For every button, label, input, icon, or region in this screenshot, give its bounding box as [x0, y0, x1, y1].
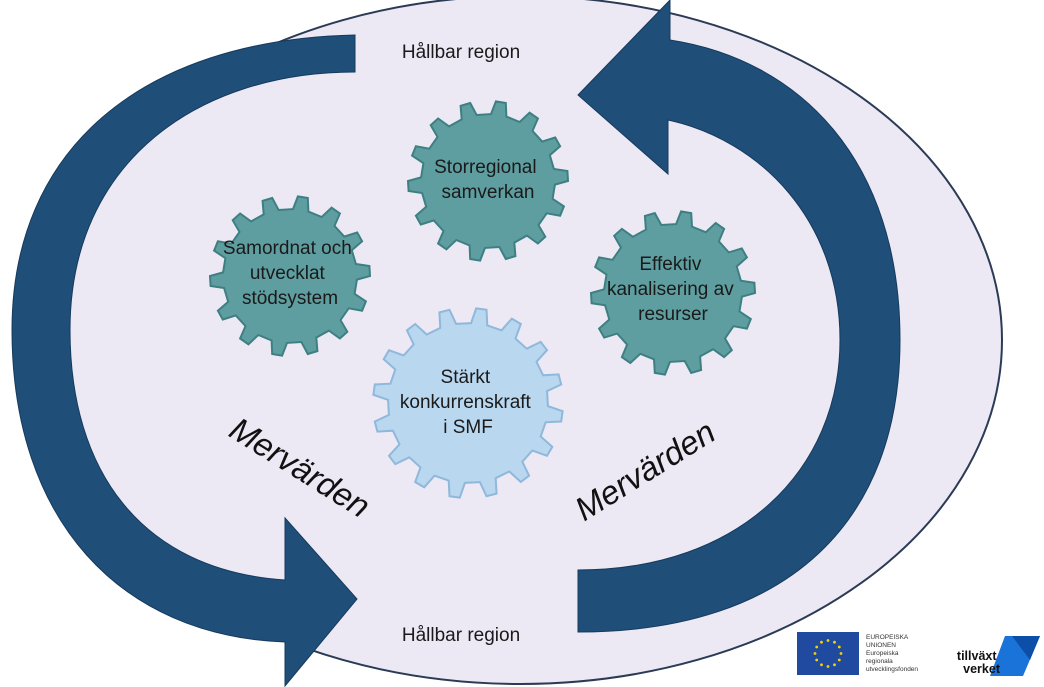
gear-samordnat-line-2: utvecklat [250, 263, 326, 284]
eu-star [837, 658, 841, 662]
eu-logo-line-4: regionala [866, 658, 893, 665]
tillvaxtverket-line-2: verket [963, 662, 1001, 676]
eu-star [833, 663, 836, 667]
svg-text:Storregional samverkan: Storregional samverkan [434, 157, 542, 203]
gear-effektiv-line-3: resurser [638, 304, 708, 325]
gear-storregional-shape [406, 100, 570, 262]
gear-effektiv-shape [589, 210, 757, 376]
gear-storregional-line-1: Storregional [434, 157, 536, 178]
region-bottom-label: Hållbar region [402, 625, 520, 646]
gear-starkt-line-2: konkurrenskraft [400, 392, 532, 413]
tillvaxtverket-line-1: tillväxt [957, 649, 997, 663]
eu-star [839, 652, 843, 655]
eu-logo-line-1: EUROPEISKA [866, 634, 909, 641]
eu-star [813, 652, 817, 655]
svg-text:Stärkt konkurrenskraft: Stärkt konkurrenskraft i SMF [400, 367, 536, 438]
gear-effektiv-line-1: Effektiv [639, 254, 701, 275]
eu-logo-line-5: utvecklingsfonden [866, 666, 918, 673]
gear-storregional-line-2: samverkan [442, 182, 535, 203]
tillvaxtverket-mark-shade [1012, 636, 1040, 660]
left-cycle-arrow [11, 34, 358, 687]
gear-starkt-line-3: i SMF [443, 417, 493, 438]
eu-star [820, 663, 823, 667]
eu-star [826, 665, 830, 668]
gear-starkt-shape [372, 307, 564, 499]
gear-starkt: Stärkt konkurrenskraft i SMF [372, 307, 564, 499]
svg-text:Samordnat och utvecklat: Samordnat och utvecklat stödsystem [223, 238, 357, 309]
region-top-label: Hållbar region [402, 42, 520, 63]
gear-effektiv: Effektiv kanalisering av resurser [589, 210, 757, 376]
eu-star [815, 658, 819, 662]
svg-text:Effektiv kanalisering av: Effektiv kanalisering av resurser [607, 254, 739, 325]
gear-starkt-line-1: Stärkt [441, 367, 491, 388]
gear-samordnat: Samordnat och utvecklat stödsystem [208, 195, 372, 357]
eu-stars [813, 639, 843, 668]
eu-star [820, 640, 823, 644]
gear-samordnat-line-1: Samordnat och [223, 238, 352, 259]
svg-text:tillväxt verket: tillväxt verket [957, 649, 1001, 676]
gear-samordnat-shape [208, 195, 372, 357]
svg-text:EUROPEISKA UNIONEN: EUROPEISKA UNIONEN Europeiska regionala … [866, 634, 918, 673]
gear-samordnat-line-3: stödsystem [242, 288, 338, 309]
gear-storregional: Storregional samverkan [406, 100, 570, 262]
eu-logo: EUROPEISKA UNIONEN Europeiska regionala … [797, 632, 918, 675]
eu-flag [797, 632, 859, 675]
tillvaxtverket-logo: tillväxt verket [957, 636, 1040, 676]
eu-logo-line-2: UNIONEN [866, 642, 896, 649]
eu-star [833, 640, 836, 644]
right-cycle-arrow [577, 0, 901, 633]
eu-star [826, 639, 830, 642]
eu-star [815, 645, 819, 649]
eu-star [837, 645, 841, 649]
eu-logo-line-3: Europeiska [866, 650, 899, 657]
gear-effektiv-line-2: kanalisering av [607, 279, 734, 300]
